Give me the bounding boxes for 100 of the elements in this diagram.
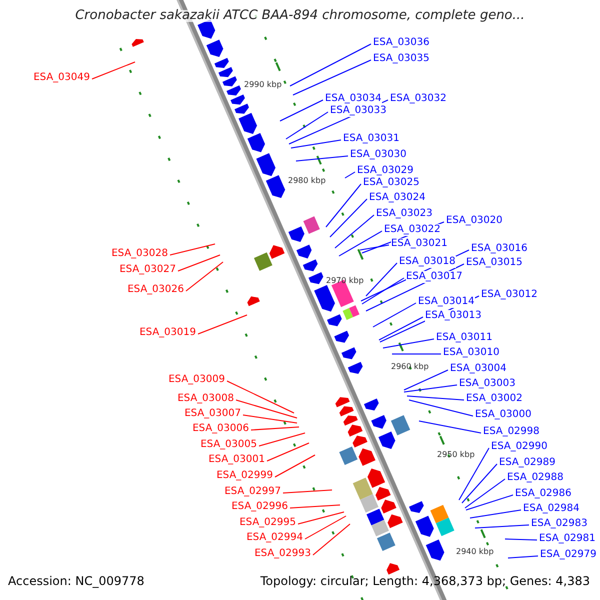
gene-label: ESA_02990 (491, 441, 548, 453)
leader-line (274, 454, 316, 478)
gene-label: ESA_02998 (483, 426, 540, 438)
footer-text: Accession: NC_009778 (8, 575, 144, 587)
leader-line (236, 400, 298, 418)
leader-line (382, 338, 434, 348)
leader-line (312, 524, 350, 556)
leader-line (92, 62, 136, 80)
leader-line (280, 100, 324, 122)
leader-line (338, 230, 382, 256)
gene-label: ESA_02995 (239, 517, 296, 529)
gene-label: ESA_03013 (425, 310, 482, 322)
gene-label: ESA_03025 (363, 177, 420, 189)
gene-label: ESA_03014 (418, 296, 475, 308)
leader-line (344, 172, 356, 178)
leader-line (404, 384, 458, 392)
gene-label: ESA_03033 (330, 105, 387, 117)
gene-label: ESA_03016 (471, 243, 528, 255)
gene-label: ESA_03023 (376, 208, 433, 220)
gene-label: ESA_03020 (446, 215, 503, 227)
leader-line (258, 432, 306, 446)
leader-line (304, 516, 346, 540)
leader-line (290, 504, 340, 508)
leader-line (226, 380, 294, 414)
gene-label: ESA_03007 (184, 408, 241, 420)
leader-line (298, 512, 344, 524)
leader-line (470, 510, 522, 518)
leader-line (326, 184, 362, 228)
gene-label: ESA_03036 (373, 37, 430, 49)
gene-label: ESA_02996 (231, 501, 288, 513)
leader-line (186, 262, 224, 292)
scale-label: 2980 kbp (288, 176, 326, 185)
scale-label: 2960 kbp (391, 362, 429, 371)
leader-line (464, 478, 506, 508)
scale-label: 2940 kbp (456, 547, 494, 556)
leader-line (508, 556, 538, 558)
leader-line (290, 140, 342, 148)
leader-line (334, 214, 374, 248)
gene-label: ESA_02984 (523, 503, 580, 515)
leader-line (282, 490, 332, 494)
gene-label: ESA_03028 (111, 248, 168, 260)
leader-line (178, 254, 220, 272)
gene-label: ESA_03029 (357, 165, 414, 177)
gene-label: ESA_03035 (373, 53, 430, 65)
leader-line (292, 60, 372, 96)
leader-line (466, 494, 514, 510)
footer-text: Topology: circular; Length: 4,368,373 bp; Genes: 4,383 (260, 575, 590, 587)
gene-label: ESA_03004 (450, 363, 507, 375)
leader-line (474, 524, 530, 528)
gene-label: ESA_02994 (246, 532, 303, 544)
gene-label: ESA_03026 (127, 284, 184, 296)
gene-label: ESA_03018 (399, 256, 456, 268)
gene-label: ESA_03009 (168, 374, 225, 386)
leader-line (266, 442, 310, 462)
gene-label: ESA_03006 (192, 423, 249, 435)
leader-line (418, 420, 482, 434)
gene-label: ESA_02999 (216, 470, 273, 482)
scale-label: 2950 kbp (437, 450, 475, 459)
gene-label: ESA_02997 (224, 486, 281, 498)
gene-label: ESA_03012 (481, 289, 538, 301)
gene-label: ESA_02988 (507, 472, 564, 484)
leader-line (330, 198, 368, 238)
gene-label: ESA_03005 (200, 439, 257, 451)
gene-label: ESA_03015 (466, 257, 523, 269)
gene-label: ESA_03021 (391, 238, 448, 250)
gene-label: ESA_03017 (406, 271, 463, 283)
gene-label: ESA_03019 (139, 327, 196, 339)
leader-line (378, 316, 424, 340)
gene-label: ESA_03010 (443, 347, 500, 359)
leader-line (286, 112, 328, 140)
gene-label: ESA_03003 (459, 378, 516, 390)
scale-label: 2990 kbp (244, 80, 282, 89)
gene-label: ESA_03034 (325, 93, 382, 105)
leader-line (250, 426, 300, 430)
leader-line (242, 414, 298, 424)
leader-line (408, 400, 474, 416)
gene-label: ESA_03022 (384, 224, 441, 236)
gene-label: ESA_02993 (254, 548, 311, 560)
gene-label: ESA_02981 (539, 533, 596, 545)
leader-line (372, 302, 416, 328)
gene-label: ESA_03032 (390, 93, 447, 105)
gene-label: ESA_03024 (369, 192, 426, 204)
leader-line (404, 370, 448, 390)
gene-label: ESA_03001 (208, 454, 265, 466)
gene-label: ESA_02989 (499, 457, 556, 469)
leader-line (198, 314, 248, 334)
gene-label: ESA_03011 (436, 332, 493, 344)
gene-label: ESA_03000 (475, 409, 532, 421)
gene-label: ESA_02979 (540, 549, 597, 561)
leader-line (296, 156, 348, 162)
leader-line (360, 244, 390, 250)
leader-line (366, 262, 398, 296)
gene-label: ESA_03008 (177, 393, 234, 405)
leader-line (290, 44, 372, 86)
gene-label: ESA_02986 (515, 488, 572, 500)
gene-label: ESA_03031 (343, 133, 400, 145)
leader-line (406, 396, 464, 400)
leader-line (458, 448, 490, 500)
scale-label: 2970 kbp (326, 276, 364, 285)
gene-label: ESA_02983 (531, 518, 588, 530)
